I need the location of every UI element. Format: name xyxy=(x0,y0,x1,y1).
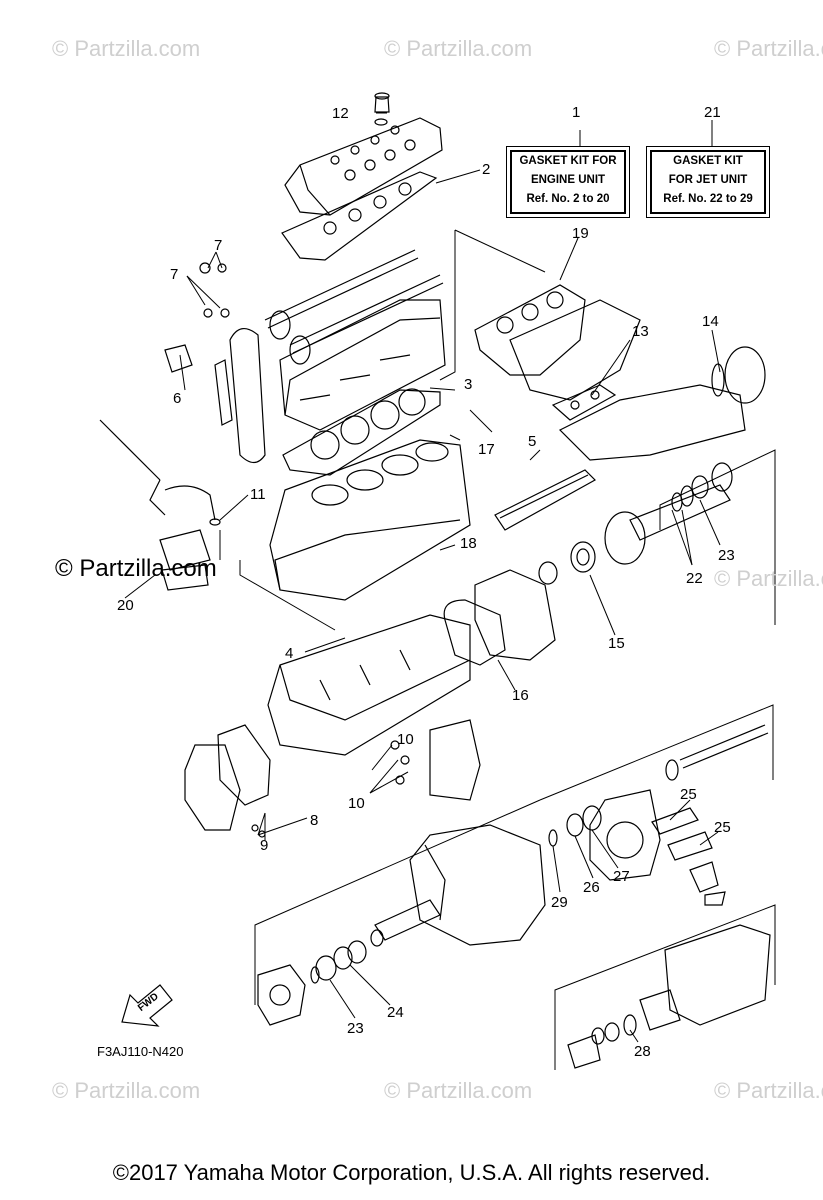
callout-15: 15 xyxy=(608,635,625,652)
watermark: © Partzilla.com xyxy=(384,1078,533,1103)
side-cover-left xyxy=(184,724,271,838)
gasket-kit-jet-box: GASKET KIT FOR JET UNIT Ref. No. 22 to 2… xyxy=(650,150,766,214)
exhaust-pipe xyxy=(558,346,766,461)
watermark: © Partzilla.com xyxy=(52,1078,201,1103)
callout-11: 11 xyxy=(250,486,266,503)
kit-line: Ref. No. 2 to 20 xyxy=(526,193,610,205)
watermark-prominent: © Partzilla.com xyxy=(55,555,217,582)
callout-14: 14 xyxy=(702,313,719,330)
watermark: © Partzilla.com xyxy=(714,1078,823,1103)
callout-16: 16 xyxy=(512,687,529,704)
cover-plate xyxy=(159,529,211,591)
diagram-part-number: F3AJ110-N420 xyxy=(97,1044,184,1059)
valve-cover xyxy=(284,92,443,216)
kit-line: Ref. No. 22 to 29 xyxy=(663,193,753,205)
dipstick-and-breather xyxy=(99,419,221,526)
callout-24: 24 xyxy=(387,1004,404,1021)
callout-4: 4 xyxy=(285,645,294,662)
gasket-kit-engine-box: GASKET KIT FOR ENGINE UNIT Ref. No. 2 to… xyxy=(510,150,626,214)
callout-12: 12 xyxy=(332,105,349,122)
callout-7: 7 xyxy=(214,237,223,254)
callout-22: 22 xyxy=(686,570,703,587)
callout-7: 7 xyxy=(170,266,179,283)
callout-kit-engine-number: 1 xyxy=(572,104,581,121)
fwd-arrow xyxy=(121,984,173,1027)
timing-chain xyxy=(164,328,266,464)
bolts-7 xyxy=(199,262,230,318)
coupler-housing xyxy=(443,569,556,666)
jet-unit-housing xyxy=(409,824,546,946)
kit-line: FOR JET UNIT xyxy=(668,174,748,186)
gasket-5 xyxy=(494,469,596,531)
valve-cover-gasket xyxy=(281,171,438,261)
callout-28: 28 xyxy=(634,1043,651,1060)
jet-seals xyxy=(548,805,602,847)
watermark: © Partzilla.com xyxy=(714,36,823,61)
watermark: © Partzilla.com xyxy=(52,36,201,61)
callout-10: 10 xyxy=(348,795,365,812)
callout-25: 25 xyxy=(714,819,731,836)
kit-line: GASKET KIT xyxy=(673,155,743,167)
callout-19: 19 xyxy=(572,225,589,242)
jet-shaft-sleeve xyxy=(310,899,441,984)
callout-17: 17 xyxy=(478,441,495,458)
bearing-housing xyxy=(257,964,306,1026)
callout-5: 5 xyxy=(528,433,537,450)
head-gasket xyxy=(282,388,441,476)
watermark: © Partzilla.com xyxy=(714,566,823,591)
right-cover xyxy=(390,719,481,801)
callout-8: 8 xyxy=(310,812,319,829)
cylinder-block xyxy=(269,439,471,601)
cylinder-head xyxy=(279,299,446,431)
callout-23: 23 xyxy=(347,1020,364,1037)
callout-10: 10 xyxy=(397,731,414,748)
camshafts xyxy=(264,249,444,365)
drive-shaft-assembly xyxy=(538,462,733,585)
nozzle-assembly xyxy=(567,924,771,1069)
kit-line: GASKET KIT FOR xyxy=(519,155,617,167)
callout-25: 25 xyxy=(680,786,697,803)
exhaust-gasket xyxy=(551,384,617,421)
callout-26: 26 xyxy=(583,879,600,896)
callout-9: 9 xyxy=(260,837,269,854)
crankcase xyxy=(267,614,471,756)
callout-18: 18 xyxy=(460,535,477,552)
callout-29: 29 xyxy=(551,894,568,911)
callout-6: 6 xyxy=(173,390,182,407)
callout-13: 13 xyxy=(632,323,649,340)
leader-lines xyxy=(124,112,776,1070)
callout-27: 27 xyxy=(613,868,630,885)
copyright-footer: ©2017 Yamaha Motor Corporation, U.S.A. A… xyxy=(112,1160,711,1185)
watermark: © Partzilla.com xyxy=(384,36,533,61)
exhaust-manifold xyxy=(474,284,641,401)
callout-2: 2 xyxy=(482,161,491,178)
callout-23: 23 xyxy=(718,547,735,564)
callout-kit-jet-number: 21 xyxy=(704,104,721,121)
callout-20: 20 xyxy=(117,597,134,614)
impeller-housing xyxy=(589,724,769,881)
callout-3: 3 xyxy=(464,376,473,393)
kit-line: ENGINE UNIT xyxy=(530,174,606,186)
